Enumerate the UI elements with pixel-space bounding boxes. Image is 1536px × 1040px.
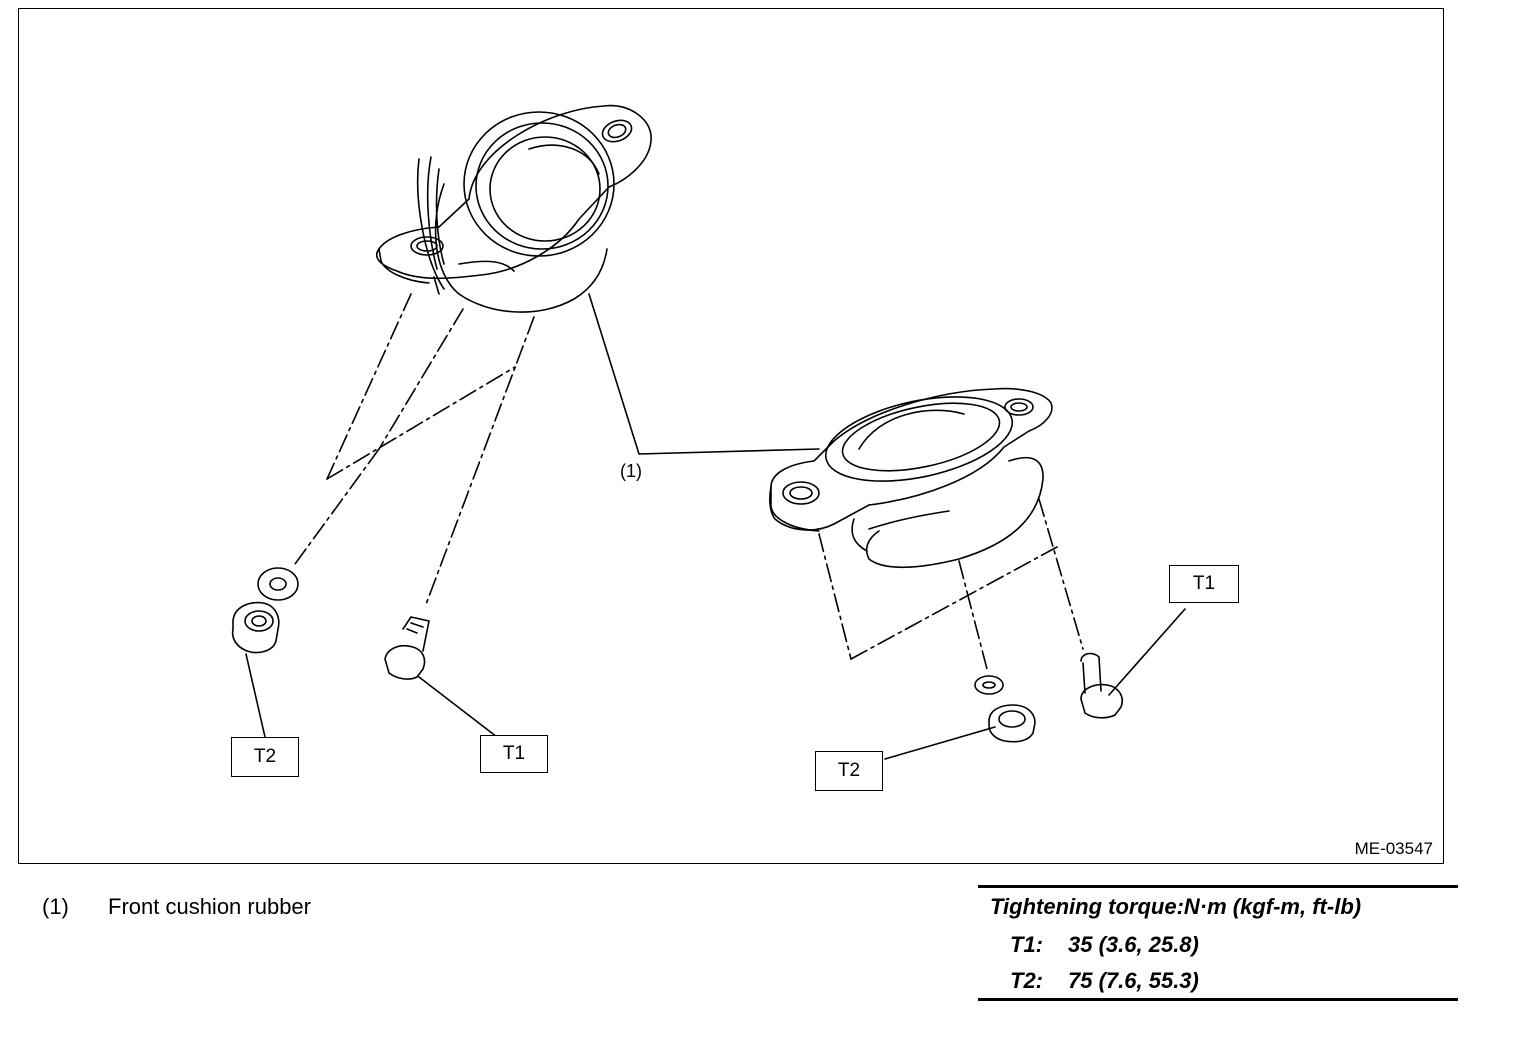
figure-id: ME-03547 — [1354, 839, 1433, 858]
flange-nut-right — [988, 704, 1036, 743]
tag-t2-right: T2 — [815, 751, 883, 791]
flange-bolt-left — [384, 616, 430, 680]
washer-right — [974, 675, 1004, 695]
flange-bolt-right — [1080, 652, 1123, 719]
torque-table: Tightening torque:N·m (kgf-m, ft-lb) T1:… — [978, 885, 1458, 1001]
legend-number: (1) — [42, 894, 69, 919]
diagram-frame: (1) T2 T1 T2 T1 ME-03547 — [18, 8, 1444, 864]
cushion-rubber-left — [375, 104, 652, 313]
legend-item: (1) Front cushion rubber — [42, 894, 311, 920]
torque-value: 75 (7.6, 55.3) — [1068, 968, 1199, 993]
assembly-lines-left — [294, 293, 535, 608]
torque-key: T2: — [1010, 968, 1043, 993]
flange-nut-left — [231, 601, 280, 654]
torque-key: T1: — [1010, 932, 1043, 957]
callout-1: (1) — [620, 461, 642, 481]
leader-lines — [245, 293, 1186, 760]
exploded-view-drawing — [231, 104, 1186, 760]
torque-value: 35 (3.6, 25.8) — [1068, 932, 1199, 957]
torque-row-t1: T1: 35 (3.6, 25.8) — [1010, 932, 1199, 958]
torque-row-t2: T2: 75 (7.6, 55.3) — [1010, 968, 1199, 994]
assembly-lines-right — [818, 498, 1084, 670]
tag-t2-left: T2 — [231, 737, 299, 777]
tag-t1-right: T1 — [1169, 565, 1239, 603]
washer-left — [257, 567, 299, 601]
torque-heading: Tightening torque:N·m (kgf-m, ft-lb) — [990, 894, 1362, 919]
tag-t1-left: T1 — [480, 735, 548, 773]
cushion-rubber-right — [769, 387, 1053, 569]
legend-label: Front cushion rubber — [108, 894, 311, 919]
parts-legend: (1) Front cushion rubber — [42, 894, 311, 920]
